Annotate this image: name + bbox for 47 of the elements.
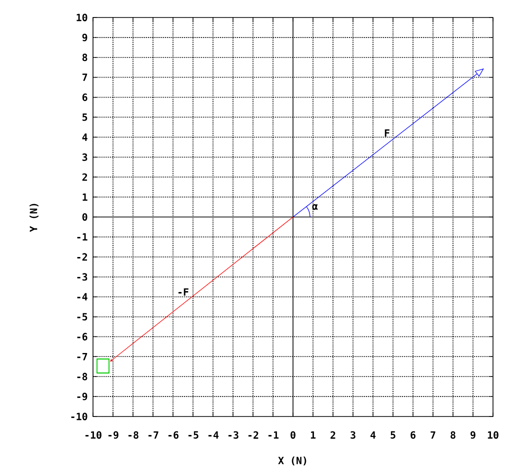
angle-label: α bbox=[312, 204, 318, 210]
tick-label: -5 bbox=[188, 431, 198, 439]
tick-label: 4 bbox=[82, 134, 88, 141]
tick-label: 9 bbox=[470, 431, 476, 439]
tick-label: -2 bbox=[248, 431, 258, 439]
tick-label: 10 bbox=[488, 431, 498, 439]
tick-label: 10 bbox=[76, 14, 88, 22]
axis-title: Y (N) bbox=[30, 204, 38, 232]
tick-label: -4 bbox=[208, 431, 219, 439]
tick-label: 8 bbox=[82, 54, 88, 62]
axis-title: X (N) bbox=[278, 456, 306, 466]
tick-label: -9 bbox=[108, 431, 118, 439]
tick-label: 7 bbox=[430, 431, 436, 439]
tick-label: -10 bbox=[85, 431, 102, 439]
tick-label: 0 bbox=[82, 213, 88, 221]
tick-label: 1 bbox=[310, 431, 316, 439]
tick-label: -3 bbox=[228, 431, 238, 439]
tick-label: -9 bbox=[77, 392, 88, 400]
tick-label: 5 bbox=[82, 114, 88, 121]
tick-label: 0 bbox=[290, 431, 296, 439]
tick-label: -7 bbox=[148, 431, 158, 439]
tick-label: -2 bbox=[77, 253, 87, 261]
tick-label: 8 bbox=[450, 431, 456, 439]
vector-label: F bbox=[384, 129, 390, 137]
tick-label: -8 bbox=[77, 372, 88, 380]
tick-label: 6 bbox=[410, 431, 416, 439]
tick-label: -3 bbox=[77, 273, 88, 281]
tick-label: -1 bbox=[77, 233, 88, 241]
tick-label: -10 bbox=[71, 412, 88, 420]
tick-label: -6 bbox=[168, 431, 178, 439]
tick-label: 3 bbox=[350, 431, 356, 439]
tick-label: 4 bbox=[370, 431, 376, 439]
tick-label: -1 bbox=[268, 431, 279, 439]
tick-label: -4 bbox=[77, 293, 88, 300]
tick-label: 2 bbox=[82, 173, 87, 181]
tick-label: 2 bbox=[330, 431, 336, 439]
tick-label: 1 bbox=[82, 193, 88, 201]
tick-label: 9 bbox=[82, 34, 88, 42]
tick-label: 5 bbox=[390, 431, 396, 439]
tick-label: -7 bbox=[77, 352, 88, 360]
tick-label: 3 bbox=[82, 153, 88, 161]
tick-label: 7 bbox=[82, 74, 88, 81]
tick-label: -5 bbox=[77, 313, 88, 320]
vector-label: -F bbox=[178, 288, 188, 296]
tick-label: -6 bbox=[77, 332, 88, 340]
tick-label: 6 bbox=[82, 94, 88, 102]
tick-label: -8 bbox=[128, 431, 138, 439]
